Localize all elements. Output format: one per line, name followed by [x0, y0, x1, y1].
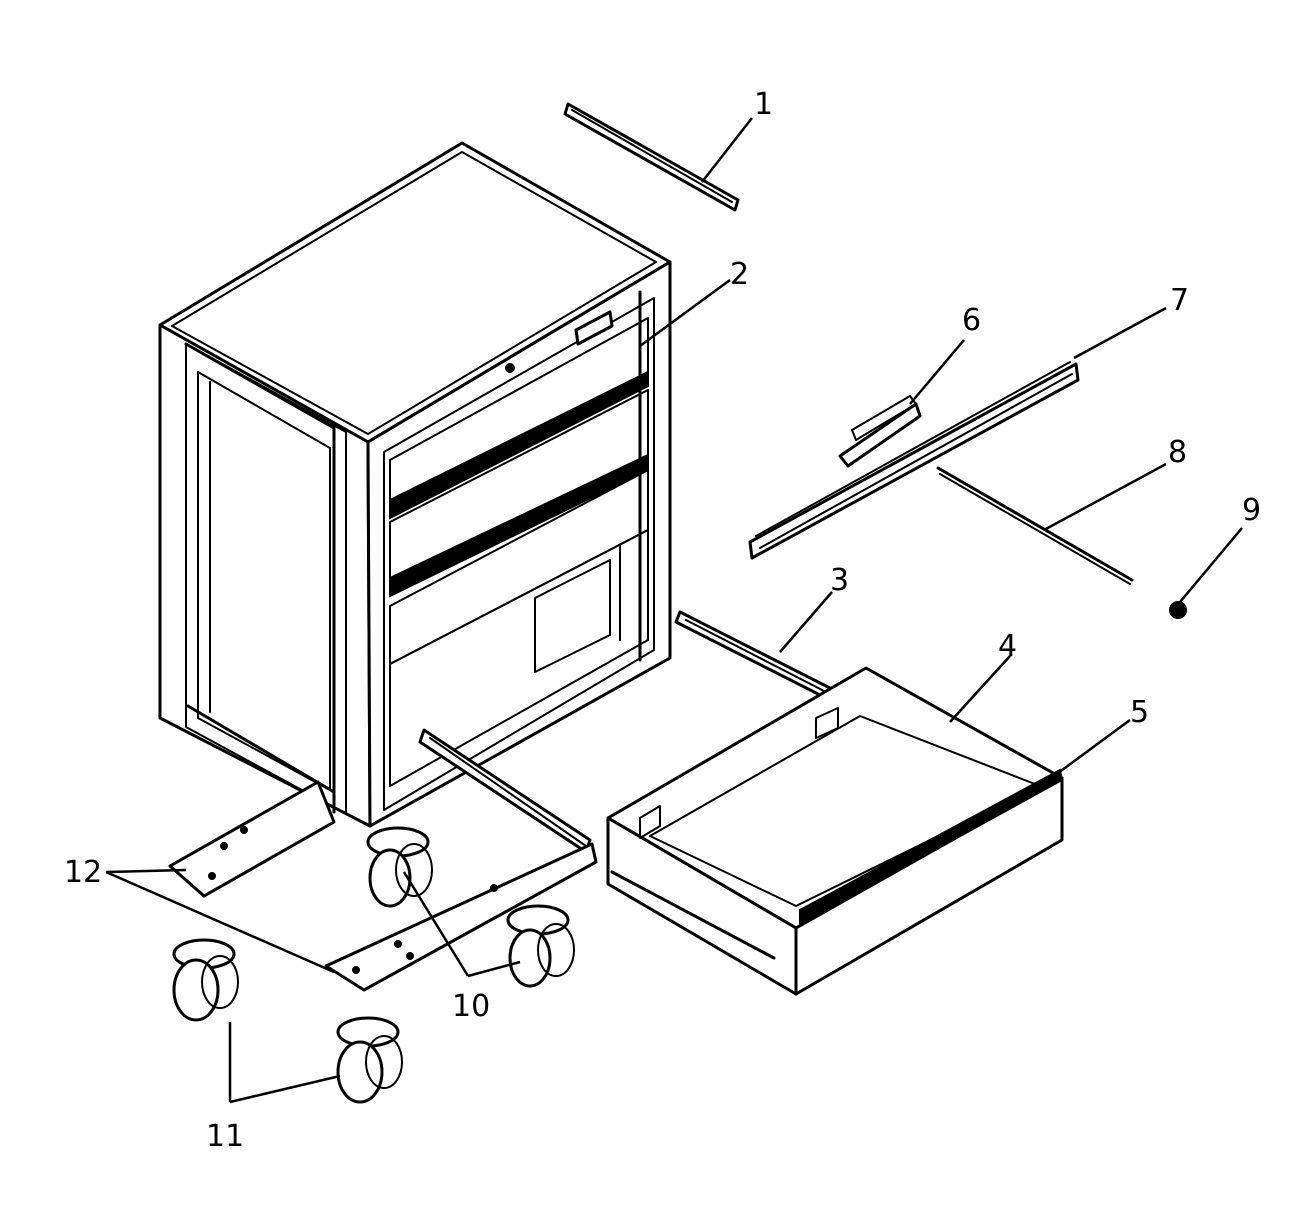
callout-6: 6: [962, 303, 981, 338]
part-8-rod: [936, 466, 1134, 585]
part-10-caster-b: [506, 904, 575, 988]
callout-7: 7: [1170, 283, 1189, 318]
part-6-bracket: [838, 395, 922, 468]
callout-10: 10: [452, 989, 490, 1024]
part-7-slide-rail: [748, 361, 1080, 560]
callout-3: 3: [830, 563, 849, 598]
part-9-knob: [1169, 601, 1187, 619]
part-10-caster-a: [366, 826, 433, 908]
part-2-cabinet: [158, 141, 672, 828]
part-11-caster-b: [336, 1016, 403, 1104]
callout-12: 12: [64, 855, 102, 890]
callout-2: 2: [730, 257, 749, 292]
callout-1: 1: [754, 87, 773, 122]
part-1-top-trim: [563, 102, 740, 212]
part-12-base-plates: [168, 780, 598, 992]
part-3-drawer-slide: [674, 610, 832, 700]
callout-8: 8: [1168, 435, 1187, 470]
callout-11: 11: [206, 1119, 244, 1154]
part-11-caster-a: [172, 938, 239, 1022]
leader-lines: [105, 117, 1243, 1104]
callout-5: 5: [1130, 695, 1149, 730]
callout-labels: 1 2 3 4 5 6 7 8 9 10 11 12: [64, 87, 1261, 1154]
part-4-drawer: [606, 666, 1064, 996]
callout-4: 4: [998, 629, 1017, 664]
callout-9: 9: [1242, 493, 1261, 528]
